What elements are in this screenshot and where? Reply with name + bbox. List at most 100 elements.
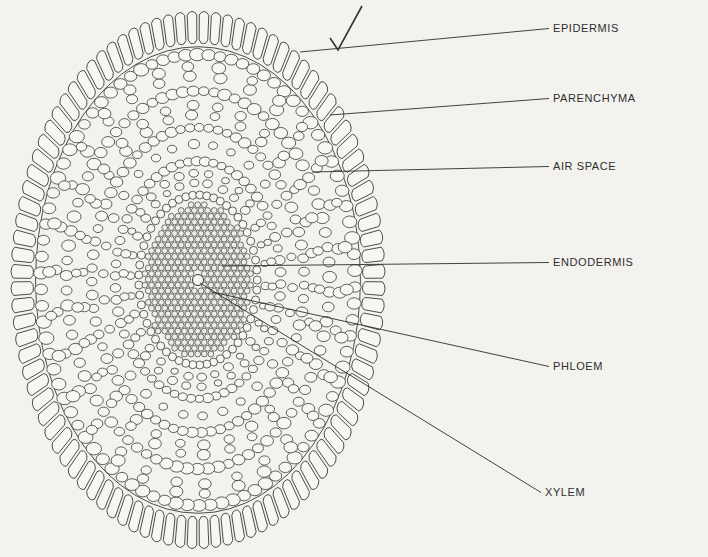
parenchyma-cell: [74, 358, 85, 367]
parenchyma-cell: [252, 382, 263, 391]
parenchyma-cell: [312, 199, 325, 210]
parenchyma-cell: [265, 405, 275, 413]
epidermis-cell: [187, 516, 197, 548]
epidermis-cell: [232, 510, 245, 542]
endodermis-cell: [137, 301, 145, 309]
vascular-cell: [165, 265, 171, 271]
parenchyma-cell: [211, 371, 219, 378]
parenchyma-cell: [204, 171, 212, 178]
vascular-cell: [168, 248, 174, 254]
parenchyma-cell: [258, 112, 269, 121]
parenchyma-cell: [170, 390, 178, 397]
vascular-cell: [221, 282, 227, 288]
parenchyma-cell: [209, 159, 219, 167]
vascular-cell: [192, 334, 198, 340]
vascular-cell: [175, 317, 181, 323]
parenchyma-cell: [96, 211, 108, 221]
vascular-cell: [231, 334, 237, 340]
vascular-cell: [149, 271, 155, 277]
parenchyma-cell: [157, 358, 166, 365]
parenchyma-cell: [124, 316, 133, 324]
epidermis-cell: [19, 344, 41, 364]
vascular-cell: [182, 340, 188, 346]
parenchyma-cell: [131, 334, 140, 341]
vascular-cell: [208, 213, 214, 219]
vascular-cell: [211, 231, 217, 237]
parenchyma-cell: [125, 371, 136, 380]
vascular-cell: [238, 299, 244, 305]
parenchyma-cell: [227, 372, 235, 379]
vascular-cell: [215, 328, 221, 334]
parenchyma-cell: [287, 451, 302, 463]
epidermis-cell: [12, 247, 34, 262]
parenchyma-cell: [243, 85, 256, 96]
parenchyma-cell: [293, 132, 304, 141]
parenchyma-cell: [69, 131, 84, 143]
parenchyma-cell: [261, 436, 274, 446]
vascular-cell: [208, 294, 214, 300]
epidermis-cell: [210, 13, 221, 45]
parenchyma-cell: [67, 211, 81, 222]
parenchyma-cell: [36, 300, 49, 311]
vascular-cell: [218, 311, 224, 317]
vascular-cell: [188, 328, 194, 334]
parenchyma-cell: [126, 394, 137, 403]
parenchyma-cell: [125, 479, 139, 491]
vascular-cell: [205, 231, 211, 237]
vascular-cell: [175, 305, 181, 311]
parenchyma-cell: [35, 284, 48, 295]
vascular-cell: [201, 317, 207, 323]
parenchyma-cell: [124, 158, 137, 168]
vascular-cell: [185, 311, 191, 317]
parenchyma-cell: [224, 435, 234, 443]
vascular-cell: [215, 236, 221, 242]
vascular-cell: [178, 299, 184, 305]
vascular-cell: [215, 317, 221, 323]
parenchyma-cell: [260, 326, 268, 332]
vascular-cell: [175, 248, 181, 254]
vascular-cell: [225, 254, 231, 260]
vascular-cell: [215, 271, 221, 277]
vascular-cell: [165, 231, 171, 237]
epidermis-cell: [362, 247, 384, 262]
vascular-cell: [188, 271, 194, 277]
parenchyma-cell: [62, 240, 76, 251]
parenchyma-cell: [90, 395, 103, 406]
parenchyma-cell: [86, 108, 99, 118]
epidermis-cell: [358, 213, 380, 231]
vascular-cell: [155, 271, 161, 277]
vascular-cell: [172, 254, 178, 260]
parenchyma-cell: [225, 445, 235, 453]
parenchyma-cell: [108, 214, 119, 223]
parenchyma-cell: [319, 404, 334, 416]
parenchyma-cell: [244, 161, 254, 169]
parenchyma-cell: [116, 472, 128, 482]
parenchyma-cell: [86, 425, 97, 434]
parenchyma-cell: [273, 245, 282, 252]
vascular-cell: [215, 259, 221, 265]
parenchyma-cell: [163, 191, 170, 197]
vascular-cell: [185, 299, 191, 305]
vascular-cell: [234, 248, 240, 254]
vascular-cell: [201, 351, 207, 357]
vascular-cell: [211, 254, 217, 260]
vascular-cell: [172, 265, 178, 271]
parenchyma-cell: [198, 440, 211, 450]
vascular-cell: [188, 351, 194, 357]
parenchyma-cell: [278, 151, 289, 160]
vascular-cell: [205, 276, 211, 282]
parenchyma-cell: [105, 188, 117, 198]
parenchyma-cell: [230, 194, 239, 201]
vascular-cell: [168, 259, 174, 265]
vascular-cell: [178, 208, 184, 214]
parenchyma-cell: [315, 285, 325, 293]
vascular-cell: [178, 219, 184, 225]
parenchyma-cell: [105, 417, 118, 427]
parenchyma-cell: [175, 183, 184, 190]
vascular-cell: [221, 248, 227, 254]
epidermis-cell: [360, 230, 382, 247]
vascular-cell: [218, 288, 224, 294]
vascular-cell: [155, 328, 161, 334]
parenchyma-cell: [98, 108, 111, 118]
